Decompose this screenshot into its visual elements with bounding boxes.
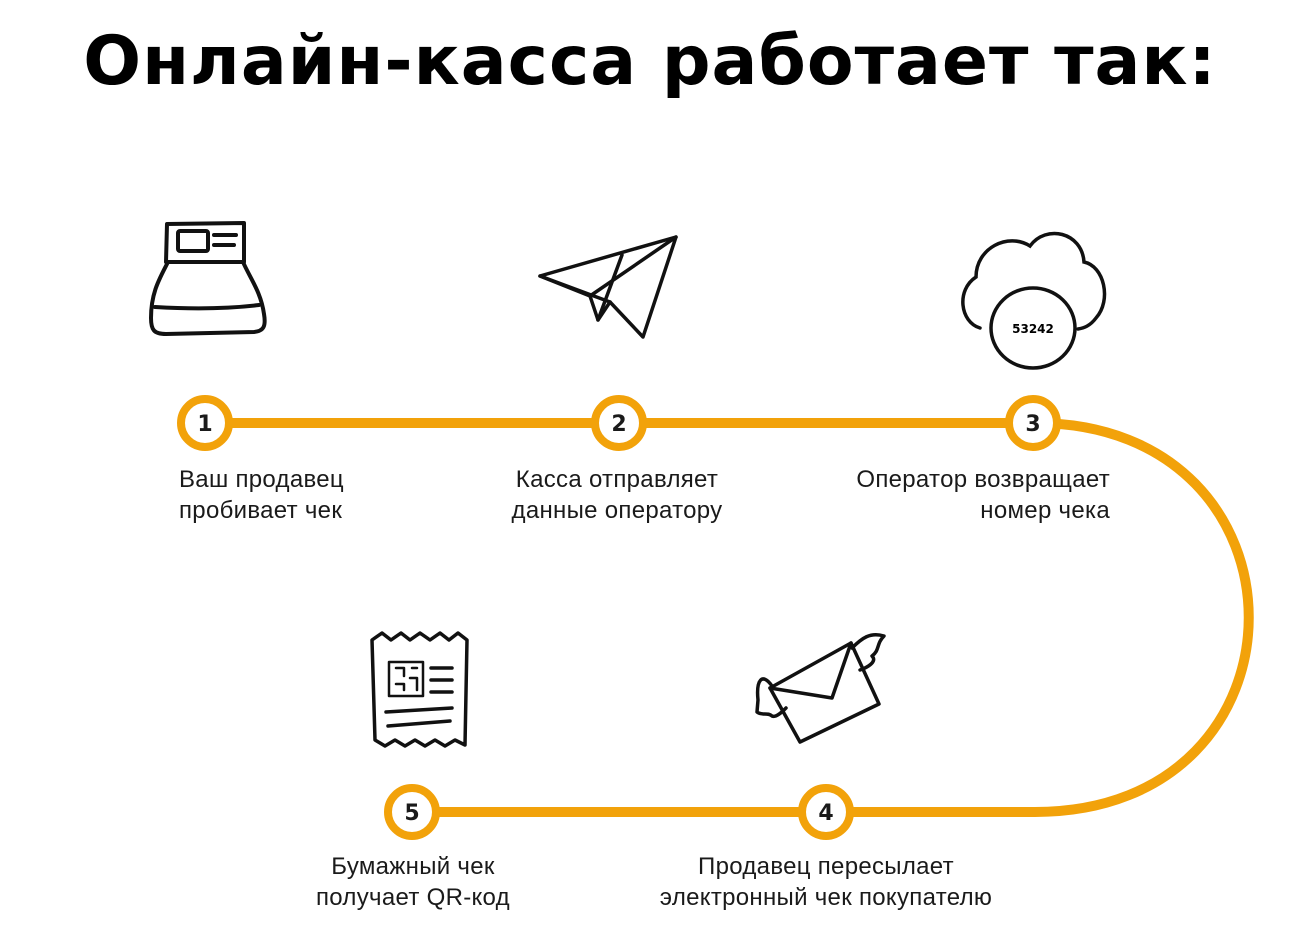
step-caption-1-line2: пробивает чек	[179, 497, 343, 524]
page-title: Онлайн-касса работает так:	[83, 22, 1217, 101]
step-caption-5-line1: Бумажный чек	[331, 853, 495, 880]
step-caption-1: Ваш продавец пробивает чек	[179, 464, 344, 526]
step-caption-2-line1: Касса отправляет	[515, 466, 719, 493]
cloud-icon: 53242	[961, 231, 1107, 370]
step-caption-2: Касса отправляет данные оператору	[467, 464, 767, 526]
step-caption-3-line1: Оператор возвращает	[856, 466, 1110, 493]
step-number-2: 2	[611, 412, 626, 437]
step-caption-3-line2: номер чека	[980, 497, 1110, 524]
step-caption-4-line2: электронный чек покупателю	[659, 884, 993, 911]
cash-register-icon	[149, 221, 267, 336]
step-marker-4: 4	[798, 784, 854, 840]
step-marker-5: 5	[384, 784, 440, 840]
step-number-5: 5	[404, 801, 419, 826]
step-caption-5: Бумажный чек получает QR-код	[263, 851, 563, 913]
step-caption-2-line2: данные оператору	[511, 497, 723, 524]
cloud-code: 53242	[1012, 322, 1054, 336]
process-track	[200, 418, 1254, 817]
step-marker-1: 1	[177, 395, 233, 451]
step-number-4: 4	[818, 801, 833, 826]
paper-plane-icon	[538, 235, 678, 339]
winged-envelope-icon	[755, 633, 886, 744]
step-caption-1-line1: Ваш продавец	[179, 466, 344, 493]
receipt-qr-icon	[370, 631, 469, 748]
step-number-3: 3	[1025, 412, 1040, 437]
step-caption-5-line2: получает QR-код	[316, 884, 510, 911]
step-caption-4-line1: Продавец пересылает	[698, 853, 954, 880]
step-caption-4: Продавец пересылает электронный чек поку…	[606, 851, 1046, 913]
step-caption-3: Оператор возвращает номер чека	[856, 464, 1110, 526]
step-marker-2: 2	[591, 395, 647, 451]
step-marker-3: 3	[1005, 395, 1061, 451]
step-number-1: 1	[197, 412, 212, 437]
